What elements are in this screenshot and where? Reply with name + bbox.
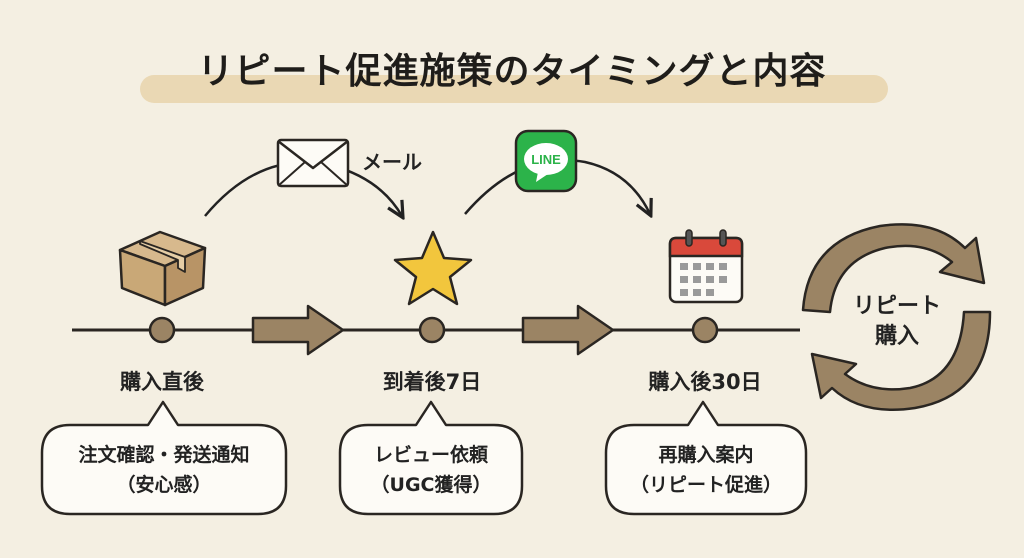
curve-arrow-line xyxy=(464,158,650,214)
flow-arrow-1 xyxy=(251,304,345,356)
timeline-dot-3 xyxy=(691,316,719,344)
bubble-text-3: 再購入案内 （リピート促進） xyxy=(629,444,782,496)
line-icon: LINE xyxy=(514,129,578,193)
star-icon xyxy=(393,230,473,306)
line-icon-text: LINE xyxy=(531,152,561,167)
page-title: リピート促進施策のタイミングと内容 xyxy=(197,51,827,92)
flow-arrow-2 xyxy=(521,304,615,356)
bubble-3 xyxy=(604,400,808,516)
repeat-purchase-label: リピート 購入 xyxy=(852,294,941,349)
step-label-1: 購入直後 xyxy=(120,370,204,394)
calendar-icon xyxy=(668,229,744,304)
bubble-2 xyxy=(338,400,524,516)
bubble-1 xyxy=(40,400,288,516)
box-icon xyxy=(118,230,207,307)
mail-label: メール xyxy=(362,150,422,174)
bubble-text-1: 注文確認・発送通知 （安心感） xyxy=(78,444,250,496)
mail-icon xyxy=(276,138,350,188)
timeline-dot-1 xyxy=(148,316,176,344)
title-highlight xyxy=(140,75,888,103)
step-label-2: 到着後7日 xyxy=(382,370,482,394)
cycle-arrow-icon xyxy=(801,223,992,412)
timeline-dot-2 xyxy=(418,316,446,344)
bubble-text-2: レビュー依頼 （UGC獲得） xyxy=(370,444,492,496)
step-label-3: 購入後30日 xyxy=(648,370,762,394)
